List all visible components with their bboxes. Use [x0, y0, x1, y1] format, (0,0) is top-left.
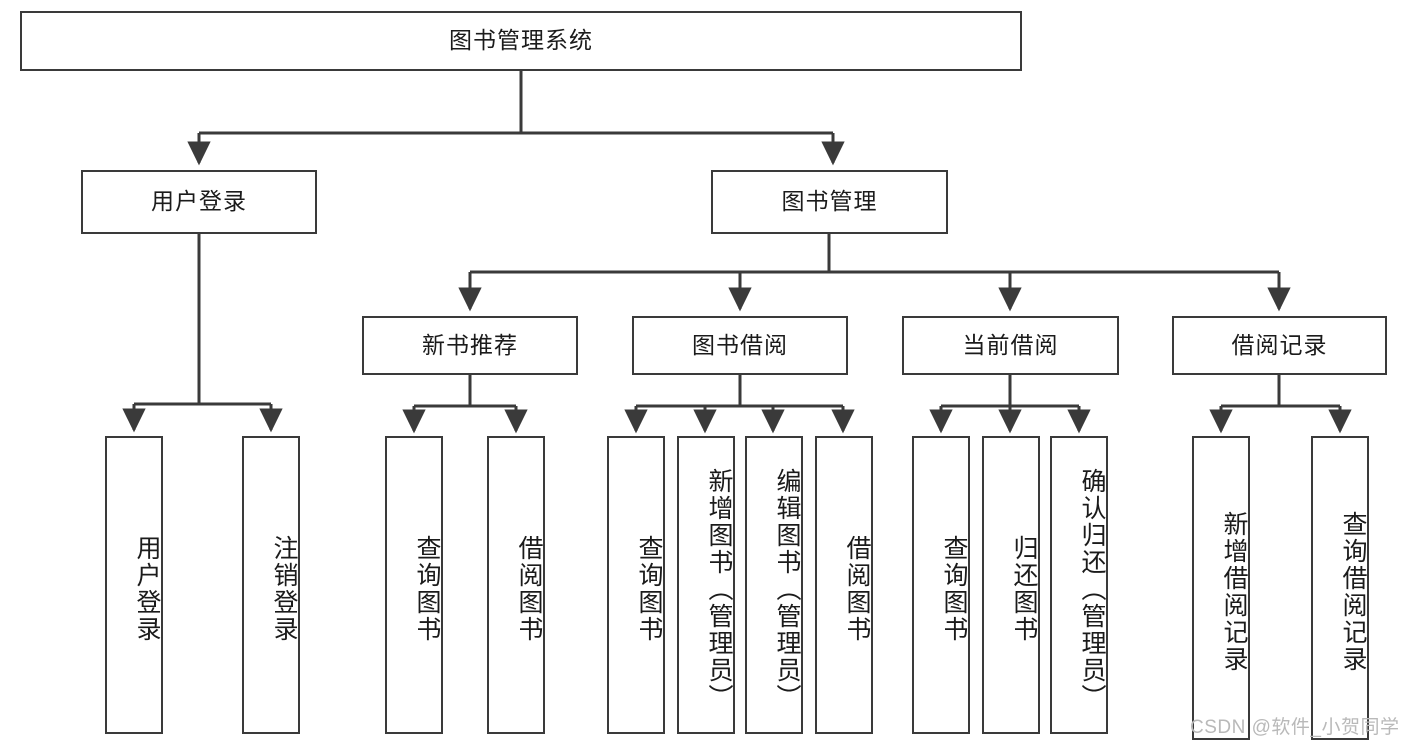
node-leaf-add-book[interactable]: 新增图书（管理员） [677, 436, 735, 734]
node-label: 新增借阅记录 [1220, 511, 1248, 673]
node-label: 查询图书 [940, 535, 968, 643]
node-leaf-user-login[interactable]: 用户登录 [105, 436, 163, 734]
node-leaf-query-book-3[interactable]: 查询图书 [912, 436, 970, 734]
node-leaf-query-record[interactable]: 查询借阅记录 [1311, 436, 1369, 740]
node-label: 新增图书（管理员） [705, 467, 733, 711]
node-current-borrow[interactable]: 当前借阅 [902, 316, 1119, 375]
node-leaf-borrow-book-1[interactable]: 借阅图书 [487, 436, 545, 734]
node-label: 图书借阅 [692, 331, 788, 358]
node-label: 归还图书 [1010, 535, 1038, 643]
node-label: 用户登录 [133, 535, 161, 643]
node-new-book-recommend[interactable]: 新书推荐 [362, 316, 578, 375]
node-leaf-query-book-2[interactable]: 查询图书 [607, 436, 665, 734]
node-label: 查询图书 [635, 535, 663, 643]
node-label: 编辑图书（管理员） [773, 467, 801, 711]
node-leaf-query-book-1[interactable]: 查询图书 [385, 436, 443, 734]
node-borrow-record[interactable]: 借阅记录 [1172, 316, 1387, 375]
node-leaf-edit-book[interactable]: 编辑图书（管理员） [745, 436, 803, 734]
node-label: 用户登录 [151, 188, 247, 215]
node-label: 查询图书 [413, 535, 441, 643]
node-leaf-return-book[interactable]: 归还图书 [982, 436, 1040, 734]
node-label: 查询借阅记录 [1339, 511, 1367, 673]
node-label: 确认归还（管理员） [1078, 467, 1106, 711]
node-book-management[interactable]: 图书管理 [711, 170, 948, 234]
node-label: 注销登录 [270, 535, 298, 643]
node-leaf-borrow-book-2[interactable]: 借阅图书 [815, 436, 873, 734]
node-book-borrow[interactable]: 图书借阅 [632, 316, 848, 375]
node-user-login[interactable]: 用户登录 [81, 170, 317, 234]
node-label: 借阅图书 [515, 535, 543, 643]
node-label: 借阅记录 [1231, 331, 1328, 358]
node-label: 图书管理 [781, 188, 878, 215]
node-label: 新书推荐 [422, 331, 518, 358]
node-leaf-confirm-return[interactable]: 确认归还（管理员） [1050, 436, 1108, 734]
csdn-watermark: CSDN @软件_小贺同学 [1190, 717, 1400, 738]
node-label: 当前借阅 [962, 331, 1059, 358]
node-leaf-logout-login[interactable]: 注销登录 [242, 436, 300, 734]
node-label: 借阅图书 [843, 535, 871, 643]
node-leaf-add-record[interactable]: 新增借阅记录 [1192, 436, 1250, 740]
node-book-management-system[interactable]: 图书管理系统 [20, 11, 1022, 71]
node-label: 图书管理系统 [449, 27, 593, 54]
